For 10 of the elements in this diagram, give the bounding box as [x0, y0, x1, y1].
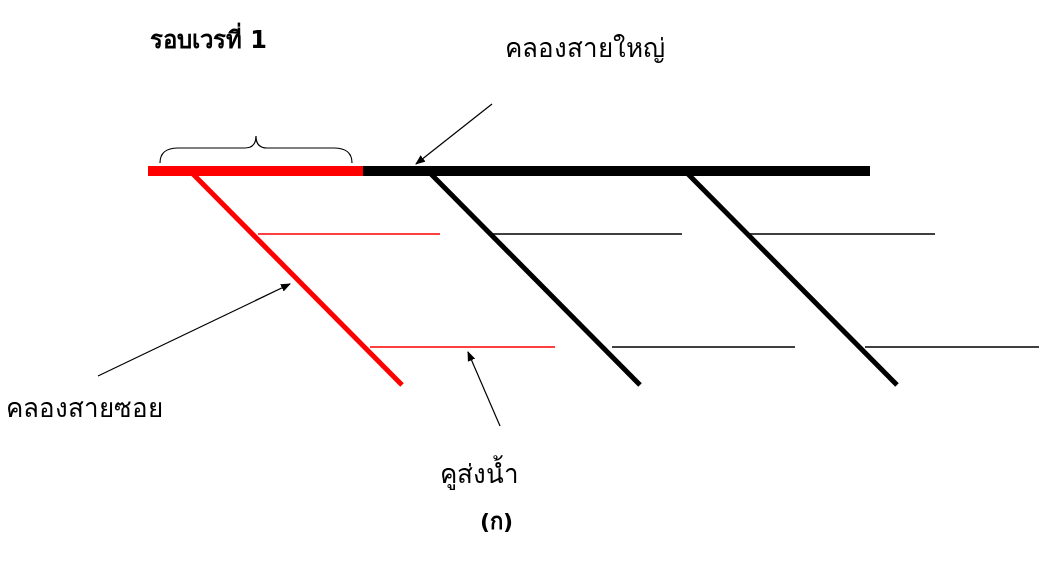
round-label: รอบเวรที่ 1 — [150, 22, 268, 58]
leader-arrow — [467, 351, 501, 427]
caption: (ก) — [480, 508, 514, 536]
leader-arrow — [415, 103, 493, 165]
canal-label: คูส่งน้ำ — [440, 454, 519, 494]
ditch-line — [369, 346, 556, 348]
main-canal-line — [363, 166, 870, 176]
canal-label: คลองสายใหญ่ — [505, 32, 665, 65]
canal-label: คลองสายซอย — [6, 392, 163, 425]
leader-arrow — [97, 283, 291, 377]
